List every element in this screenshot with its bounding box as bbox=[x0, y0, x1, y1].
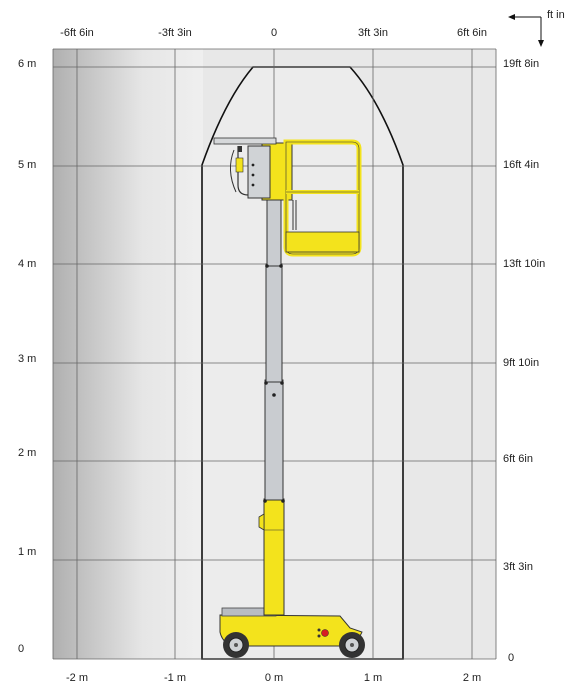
arrow-down-icon bbox=[538, 40, 544, 47]
bottom-axis-m: -2 m -1 m 0 m 1 m 2 m bbox=[66, 672, 481, 684]
platform-tray bbox=[213, 137, 277, 145]
left-tick-label: 4 m bbox=[18, 258, 36, 270]
arrow-left-icon bbox=[508, 14, 515, 20]
mast-section-2 bbox=[265, 263, 283, 383]
left-tick-label: 2 m bbox=[18, 447, 36, 459]
left-tick-label: 1 m bbox=[18, 546, 36, 558]
right-tick-label: 0 bbox=[508, 652, 514, 664]
top-tick-label: 0 bbox=[271, 27, 277, 39]
left-shade bbox=[53, 49, 203, 659]
left-tick-label: 3 m bbox=[18, 353, 36, 365]
rear-wheel bbox=[223, 632, 249, 658]
right-tick-label: 16ft 4in bbox=[503, 159, 539, 171]
chassis-control-red bbox=[321, 629, 329, 637]
top-tick-label: 6ft 6in bbox=[457, 27, 487, 39]
bottom-tick-label: 1 m bbox=[364, 672, 382, 684]
left-tick-label: 5 m bbox=[18, 159, 36, 171]
right-tick-label: 6ft 6in bbox=[503, 453, 533, 465]
right-tick-label: 3ft 3in bbox=[503, 561, 533, 573]
control-box bbox=[247, 145, 271, 199]
bottom-tick-label: 0 m bbox=[265, 672, 283, 684]
lift-machine bbox=[213, 137, 365, 658]
unit-label: ft in bbox=[547, 9, 565, 21]
bottom-tick-label: -2 m bbox=[66, 672, 88, 684]
right-axis-ft: 19ft 8in 16ft 4in 13ft 10in 9ft 10in 6ft… bbox=[503, 58, 545, 664]
top-tick-label: -6ft 6in bbox=[60, 27, 94, 39]
left-tick-label: 6 m bbox=[18, 58, 36, 70]
mast-base bbox=[263, 498, 285, 616]
top-tick-label: 3ft 3in bbox=[358, 27, 388, 39]
top-tick-label: -3ft 3in bbox=[158, 27, 192, 39]
bottom-tick-label: -1 m bbox=[164, 672, 186, 684]
bottom-tick-label: 2 m bbox=[463, 672, 481, 684]
right-tick-label: 19ft 8in bbox=[503, 58, 539, 70]
unit-indicator: ft in bbox=[508, 9, 565, 47]
left-axis-m: 6 m 5 m 4 m 3 m 2 m 1 m 0 bbox=[18, 58, 36, 655]
front-wheel bbox=[339, 632, 365, 658]
right-tick-label: 9ft 10in bbox=[503, 357, 539, 369]
top-axis-ft: -6ft 6in -3ft 3in 0 3ft 3in 6ft 6in bbox=[60, 27, 487, 39]
left-tick-label: 0 bbox=[18, 643, 24, 655]
right-tick-label: 13ft 10in bbox=[503, 258, 545, 270]
mast-section-1 bbox=[264, 379, 284, 501]
